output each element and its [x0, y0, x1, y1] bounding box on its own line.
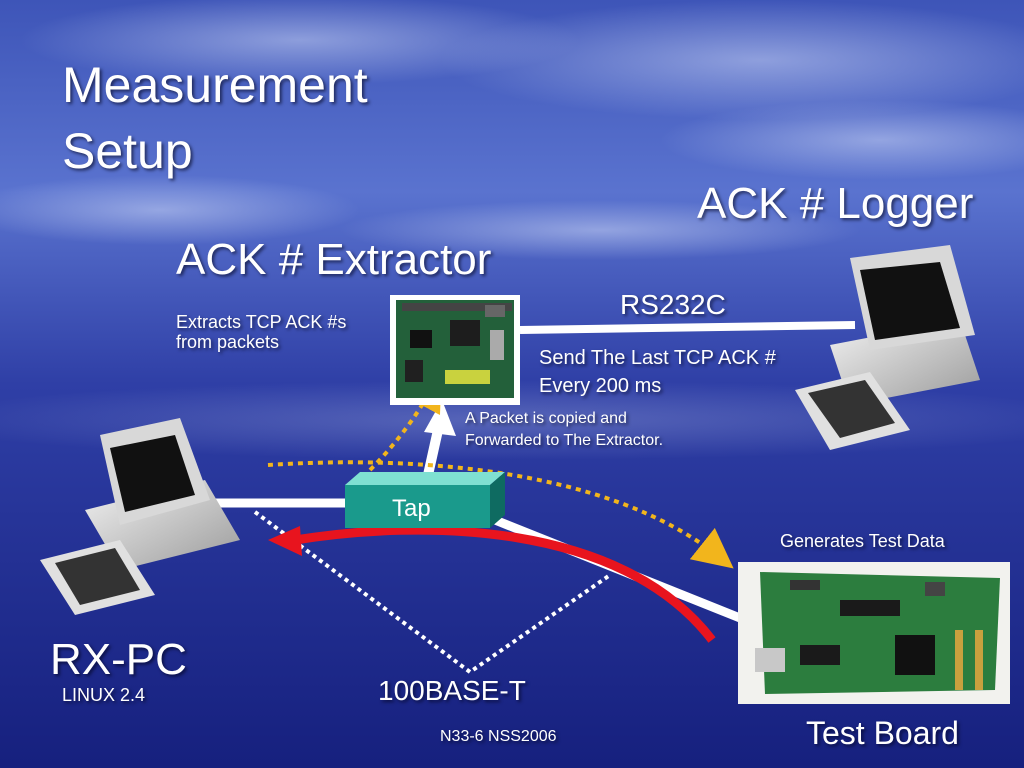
- tap-label: Tap: [392, 495, 431, 522]
- slide-title-line1: Measurement: [62, 57, 368, 113]
- circuit-board-icon: [738, 562, 1010, 704]
- extractor-heading: ACK # Extractor: [176, 235, 492, 284]
- extractor-description: Extracts TCP ACK #s from packets: [176, 312, 347, 353]
- background-cloud: [20, 0, 580, 85]
- ethernet-label: 100BASE-T: [378, 675, 526, 706]
- data-flow-arrow: [294, 525, 716, 643]
- data-flow-arrow-head: [268, 526, 302, 556]
- computer-icon: [795, 245, 980, 450]
- copy-path-dotted: [267, 460, 734, 569]
- copy-note-line1: A Packet is copied and: [465, 410, 627, 427]
- rx-pc-os: LINUX 2.4: [62, 685, 146, 705]
- tap-box-icon: [345, 472, 505, 528]
- logger-heading: ACK # Logger: [697, 179, 974, 228]
- copy-arrow-head: [424, 400, 456, 436]
- extractor-desc-line1: Extracts TCP ACK #s: [176, 312, 347, 332]
- copy-arrow-shaft: [423, 428, 443, 477]
- rs232-note: Send The Last TCP ACK # Every 200 ms: [539, 344, 776, 400]
- footer-note: N33-6 NSS2006: [440, 728, 557, 745]
- background-cloud: [440, 0, 1024, 120]
- background-cloud: [660, 100, 1024, 180]
- slide-title-line2: Setup: [62, 123, 193, 179]
- cable-rs232: [519, 321, 856, 334]
- copy-note-line2: Forwarded to The Extractor.: [465, 432, 664, 449]
- rs232-note-line1: Send The Last TCP ACK #: [539, 347, 776, 369]
- rx-pc-name: RX-PC: [50, 635, 187, 684]
- test-board-name: Test Board: [806, 715, 959, 751]
- slide-title: Measurement Setup: [62, 52, 368, 184]
- circuit-board-icon: [390, 295, 520, 405]
- background-cloud: [340, 200, 860, 260]
- rs232-label: RS232C: [620, 289, 726, 320]
- computer-icon: [40, 418, 240, 615]
- copy-note: A Packet is copied and Forwarded to The …: [465, 408, 663, 452]
- rs232-note-line2: Every 200 ms: [539, 375, 662, 397]
- extractor-desc-line2: from packets: [176, 331, 280, 352]
- ethernet-dotted-path: [253, 510, 612, 675]
- test-board-caption: Generates Test Data: [780, 531, 945, 551]
- background-water-glow: [0, 380, 1024, 460]
- background-cloud: [0, 175, 360, 245]
